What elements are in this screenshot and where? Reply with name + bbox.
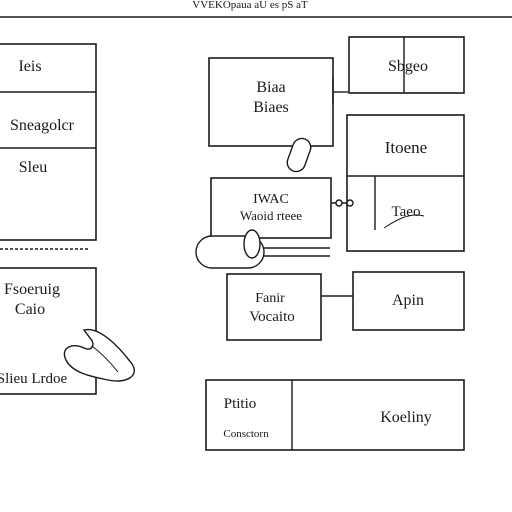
center-low-frame bbox=[226, 273, 322, 341]
hand-illustration bbox=[63, 328, 135, 382]
center-mid-frame bbox=[210, 177, 332, 239]
connector-dot-1 bbox=[335, 199, 343, 207]
left-bottom-sub: Caio bbox=[15, 301, 45, 318]
center-mid-line2: Waoid rteee bbox=[240, 208, 302, 223]
bottom-left-sub: Consctorn bbox=[223, 428, 269, 440]
center-low-line2: Vocaito bbox=[249, 309, 295, 325]
right-mid-frame bbox=[346, 114, 465, 252]
header-text: VVEKOpaua aU es pS aT bbox=[192, 0, 308, 11]
pill-shape bbox=[286, 137, 312, 173]
bottom-frame bbox=[205, 379, 465, 451]
right-top-box: Sbgeo bbox=[348, 36, 465, 94]
right-top-label: Sbgeo bbox=[388, 58, 428, 75]
center-mid-box: IWAC Waoid rteee bbox=[210, 177, 332, 239]
right-mid-low-label: Taeo bbox=[392, 204, 421, 220]
bottom-right-label: Koeliny bbox=[380, 409, 432, 426]
left-bottom-box: Fsoeruig Caio Slieu Lrdoe bbox=[0, 267, 97, 395]
right-low-box: Apin bbox=[352, 271, 465, 331]
bottom-left-title: Ptitio bbox=[224, 396, 257, 412]
center-low-box: Fanir Vocaito bbox=[226, 273, 322, 341]
center-top-line2: Biaes bbox=[253, 99, 289, 116]
left-top-label: Ieis bbox=[18, 58, 41, 75]
center-low-line1: Fanir bbox=[255, 291, 285, 306]
right-top-frame bbox=[348, 36, 465, 94]
left-column-box: Ieis Sneagolcr Sleu bbox=[0, 43, 97, 241]
left-low-label: Sleu bbox=[19, 159, 47, 176]
right-mid-top-label: Itoene bbox=[385, 138, 427, 157]
right-mid-box: Itoene Taeo bbox=[346, 114, 465, 252]
left-mid-label: Sneagolcr bbox=[10, 117, 75, 134]
right-mid-scribble bbox=[383, 214, 425, 229]
right-low-label: Apin bbox=[392, 292, 424, 309]
left-column-frame bbox=[0, 43, 97, 241]
tube-illustration bbox=[195, 229, 330, 269]
hand-shape bbox=[63, 328, 135, 382]
tube-end bbox=[243, 229, 261, 259]
right-low-frame bbox=[352, 271, 465, 331]
hand-crease bbox=[91, 345, 119, 373]
left-bottom-title: Fsoeruig bbox=[4, 281, 60, 298]
connector-dot-2 bbox=[346, 199, 354, 207]
bottom-box: Ptitio Consctorn Koeliny bbox=[205, 379, 465, 451]
left-bottom-foot: Slieu Lrdoe bbox=[0, 371, 68, 387]
center-top-box: Biaa Biaes bbox=[208, 57, 334, 147]
center-mid-line1: IWAC bbox=[253, 192, 289, 207]
center-top-line1: Biaa bbox=[256, 79, 285, 96]
